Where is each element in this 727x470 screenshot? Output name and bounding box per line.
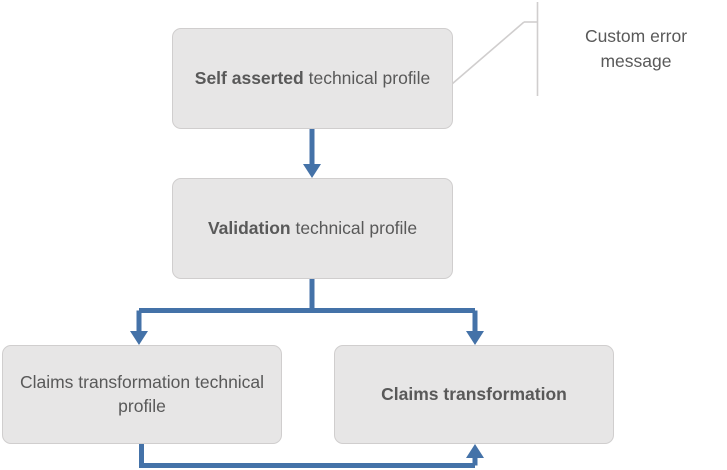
node-claims-transformation-technical-profile[interactable]: Claims transformation technical profile <box>2 345 282 444</box>
node-self-asserted-bold-part: Self asserted <box>194 67 304 88</box>
callout-label-custom-error-message: Custom error message <box>584 26 688 71</box>
callout-leader-line <box>451 2 539 96</box>
node-self-asserted-technical-profile[interactable]: Self asserted technical profile <box>172 28 453 129</box>
connector-bottom-loop <box>139 444 484 468</box>
node-validation-bold-part: Validation <box>207 217 291 238</box>
connector-validation-branch <box>130 279 484 345</box>
node-validation-regular-part: technical profile <box>290 217 418 238</box>
node-self-asserted-regular-part: technical profile <box>303 67 431 88</box>
connector-self-asserted-to-validation <box>303 129 321 178</box>
node-validation-label: Validation technical profile <box>187 217 438 241</box>
node-claims-transformation-label: Claims transformation <box>381 383 567 404</box>
node-claims-transformation-technical-profile-label: Claims transformation technical profile <box>19 371 265 416</box>
node-claims-transformation[interactable]: Claims transformation <box>334 345 614 444</box>
node-self-asserted-label: Self asserted technical profile <box>187 67 438 91</box>
node-validation-technical-profile[interactable]: Validation technical profile <box>172 178 453 279</box>
